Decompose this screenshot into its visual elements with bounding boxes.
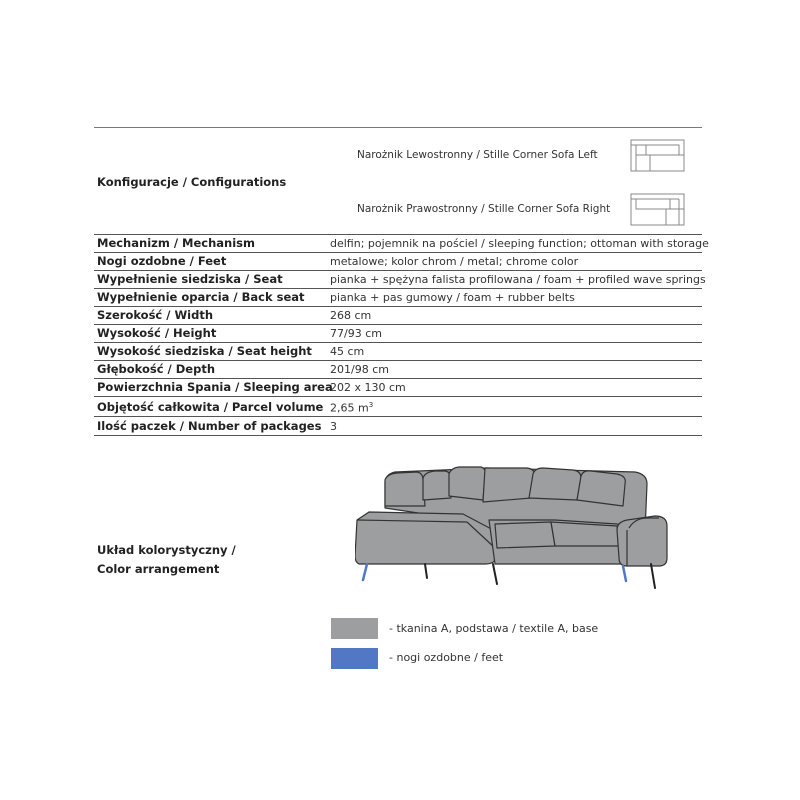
spec-value-parcel-volume: 2,65 m3	[330, 401, 373, 415]
table-divider	[94, 270, 702, 271]
table-divider	[94, 360, 702, 361]
spec-label-feet: Nogi ozdobne / Feet	[97, 254, 227, 268]
table-divider	[94, 306, 702, 307]
spec-label-height: Wysokość / Height	[97, 326, 217, 340]
table-divider	[94, 435, 702, 436]
top-divider	[94, 127, 702, 128]
table-divider	[94, 324, 702, 325]
spec-value-sleeping-area: 202 x 130 cm	[330, 381, 406, 394]
spec-label-sleeping-area: Powierzchnia Spania / Sleeping area	[97, 380, 333, 394]
legend-textile-base: - tkanina A, podstawa / textile A, base	[389, 622, 599, 635]
table-divider	[94, 288, 702, 289]
spec-value-depth: 201/98 cm	[330, 363, 389, 376]
parcel-volume-number: 2,65 m	[330, 401, 369, 415]
spec-label-width: Szerokość / Width	[97, 308, 213, 322]
color-arrangement-label-line2: Color arrangement	[97, 562, 220, 576]
spec-label-depth: Głębokość / Depth	[97, 362, 216, 376]
spec-label-packages: Ilość paczek / Number of packages	[97, 419, 322, 433]
spec-label-parcel-volume: Objętość całkowita / Parcel volume	[97, 400, 324, 414]
table-divider	[94, 252, 702, 253]
spec-value-feet: metalowe; kolor chrom / metal; chrome co…	[330, 255, 579, 268]
table-divider	[94, 378, 702, 379]
corner-sofa-left-icon	[630, 139, 685, 172]
color-arrangement-label-line1: Układ kolorystyczny /	[97, 543, 236, 557]
corner-sofa-right-icon	[630, 193, 685, 226]
table-divider	[94, 416, 702, 417]
config-left-text: Narożnik Lewostronny / Stille Corner Sof…	[357, 149, 598, 161]
spec-value-packages: 3	[330, 420, 337, 433]
table-divider	[94, 396, 702, 397]
parcel-volume-superscript: 3	[368, 401, 374, 409]
spec-label-back-seat: Wypełnienie oparcia / Back seat	[97, 290, 305, 304]
spec-value-height: 77/93 cm	[330, 327, 382, 340]
swatch-textile-base	[331, 618, 378, 639]
spec-label-mechanism: Mechanizm / Mechanism	[97, 236, 255, 250]
config-right-text: Narożnik Prawostronny / Stille Corner So…	[357, 203, 611, 215]
spec-label-seat: Wypełnienie siedziska / Seat	[97, 272, 283, 286]
sofa-illustration	[355, 466, 668, 589]
spec-value-width: 268 cm	[330, 309, 372, 322]
spec-value-seat-height: 45 cm	[330, 345, 365, 358]
spec-value-seat: pianka + spężyna falista profilowana / f…	[330, 273, 706, 286]
configurations-label: Konfiguracje / Configurations	[97, 175, 287, 189]
table-divider	[94, 342, 702, 343]
spec-label-seat-height: Wysokość siedziska / Seat height	[97, 344, 312, 358]
legend-feet: - nogi ozdobne / feet	[389, 651, 504, 664]
table-divider	[94, 234, 702, 235]
spec-value-mechanism: delfin; pojemnik na pościel / sleeping f…	[330, 237, 709, 250]
swatch-feet	[331, 648, 378, 669]
spec-value-back-seat: pianka + pas gumowy / foam + rubber belt…	[330, 291, 575, 304]
